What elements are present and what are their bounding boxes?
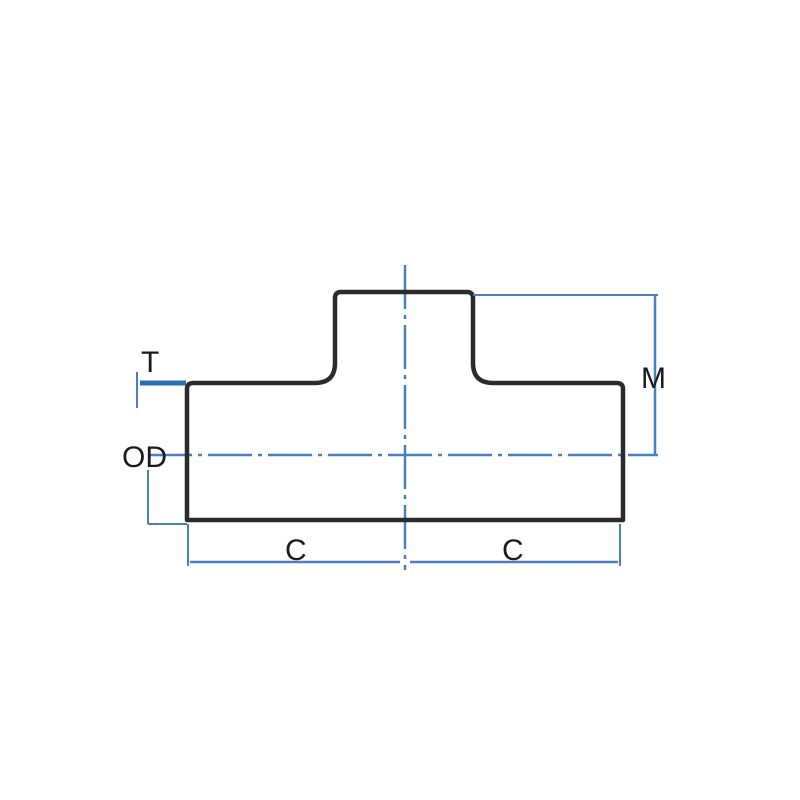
- dimension-m: M: [473, 294, 666, 455]
- centerlines: [148, 265, 658, 570]
- dimension-t: T: [136, 346, 186, 408]
- dimension-od: OD: [122, 441, 187, 525]
- tee-outline: [184, 289, 626, 523]
- m-label: M: [641, 362, 666, 395]
- dimension-c: C C: [187, 524, 621, 567]
- t-label: T: [141, 346, 159, 379]
- c-label-right: C: [502, 534, 524, 567]
- c-label-left: C: [285, 534, 307, 567]
- od-label: OD: [122, 441, 167, 474]
